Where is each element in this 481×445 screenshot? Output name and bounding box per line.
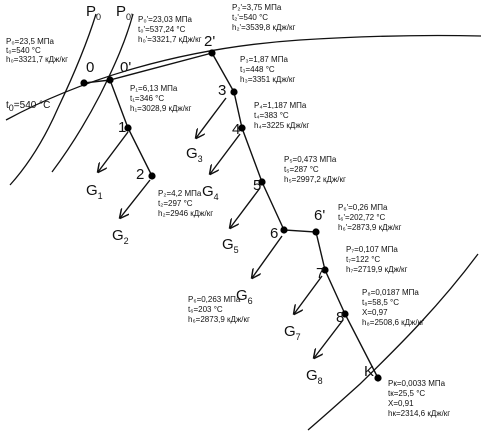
point-1-dot — [124, 124, 132, 132]
point-k-label: K — [364, 363, 374, 380]
point-7-dot — [321, 266, 329, 274]
extraction-g6-label: G6 — [236, 287, 253, 306]
extraction-g1-label: G1 — [86, 182, 103, 201]
point-4-label: 4 — [232, 121, 240, 138]
extraction-g8-line — [314, 319, 344, 358]
point-6-dot — [280, 226, 288, 234]
params-p2: P₂=4,2 МПа t₂=297 °С h₂=2946 кДж/кг — [158, 189, 213, 218]
extraction-g6-line — [252, 235, 283, 278]
expansion-line-hp — [83, 79, 153, 177]
params-p6p: P₆'=0,26 МПа t₆'=202,72 °С h₆'=2873,9 кД… — [338, 203, 402, 232]
point-2p-dot — [208, 49, 216, 57]
point-4-dot — [238, 124, 246, 132]
reheat-line — [109, 52, 213, 81]
point-3-label: 3 — [218, 82, 226, 99]
point-5-label: 5 — [253, 177, 261, 194]
extraction-g1-line — [98, 131, 129, 172]
point-3-dot — [230, 88, 238, 96]
isotherm-t0-label: t0=540 °C — [6, 100, 50, 113]
extraction-g3-label: G3 — [186, 145, 203, 164]
point-0p-label: 0' — [120, 59, 131, 76]
point-0-label: 0 — [86, 59, 94, 76]
point-7-label: 7 — [316, 265, 324, 282]
params-p2p: P₂'=3,75 МПа t₂'=540 °С h₂'=3539,8 кДж/к… — [232, 3, 295, 32]
extraction-g4-label: G4 — [202, 183, 219, 202]
extraction-g2-label: G2 — [112, 227, 129, 246]
isobar-p0-label: P0 — [86, 3, 101, 22]
extraction-g5-line — [230, 187, 261, 228]
isobar-p0p-curve — [51, 13, 134, 173]
isotherm-t0-curve — [5, 34, 481, 121]
extraction-g5-label: G5 — [222, 236, 239, 255]
point-6p-dot — [312, 228, 320, 236]
point-1-label: 1 — [118, 119, 126, 136]
extraction-g4-line — [210, 133, 241, 174]
extraction-g7-label: G7 — [284, 323, 301, 342]
params-p3: P₃=1,87 МПа t₃=448 °С h₃=3351 кДж/кг — [240, 55, 295, 84]
params-p6: P₆=0,263 МПа t₆=203 °С h₆=2873,9 кДж/кг — [188, 295, 250, 324]
point-6p-label: 6' — [314, 207, 325, 224]
isobar-p0p-label: P0' — [116, 3, 133, 22]
point-5-dot — [258, 178, 266, 186]
extraction-g7-line — [294, 275, 323, 314]
params-p5: P₅=0,473 МПа t₅=287 °С h₅=2997,2 кДж/кг — [284, 155, 346, 184]
params-p4: P₄=1,187 МПа t₄=383 °С h₄=3225 кДж/кг — [254, 101, 309, 130]
point-k-dot — [374, 374, 382, 382]
point-2p-label: 2' — [204, 33, 215, 50]
params-pk: Pк=0,0033 МПа tк=25,5 °С X=0,91 hк=2314,… — [388, 379, 450, 418]
isobar-pk-curve — [307, 253, 479, 431]
point-0-dot — [80, 79, 88, 87]
point-2-label: 2 — [136, 166, 144, 183]
extraction-g8-label: G8 — [306, 367, 323, 386]
point-8-dot — [341, 310, 349, 318]
params-p0: P₀=23,5 МПа t₀=540 °С h₀=3321,7 кДж/кг — [6, 37, 68, 64]
isobar-p0-curve — [9, 13, 97, 186]
point-6-label: 6 — [270, 225, 278, 242]
point-2-dot — [148, 172, 156, 180]
params-p0p: P₀'=23,03 МПа t₀'=537,24 °С h₀'=3321,7 к… — [138, 15, 202, 44]
params-p8: P₈=0,0187 МПа t₈=58,5 °С X=0,97 h₈=2508,… — [362, 288, 424, 327]
params-p7: P₇=0,107 МПа t₇=122 °С h₇=2719,9 кДж/кг — [346, 245, 408, 274]
extraction-g3-line — [196, 97, 227, 138]
point-0p-dot — [106, 76, 114, 84]
point-8-label: 8 — [336, 309, 344, 326]
params-p1: P₁=6,13 МПа t₁=346 °С h₁=3028,9 кДж/кг — [130, 84, 192, 113]
extraction-g2-line — [120, 179, 151, 218]
